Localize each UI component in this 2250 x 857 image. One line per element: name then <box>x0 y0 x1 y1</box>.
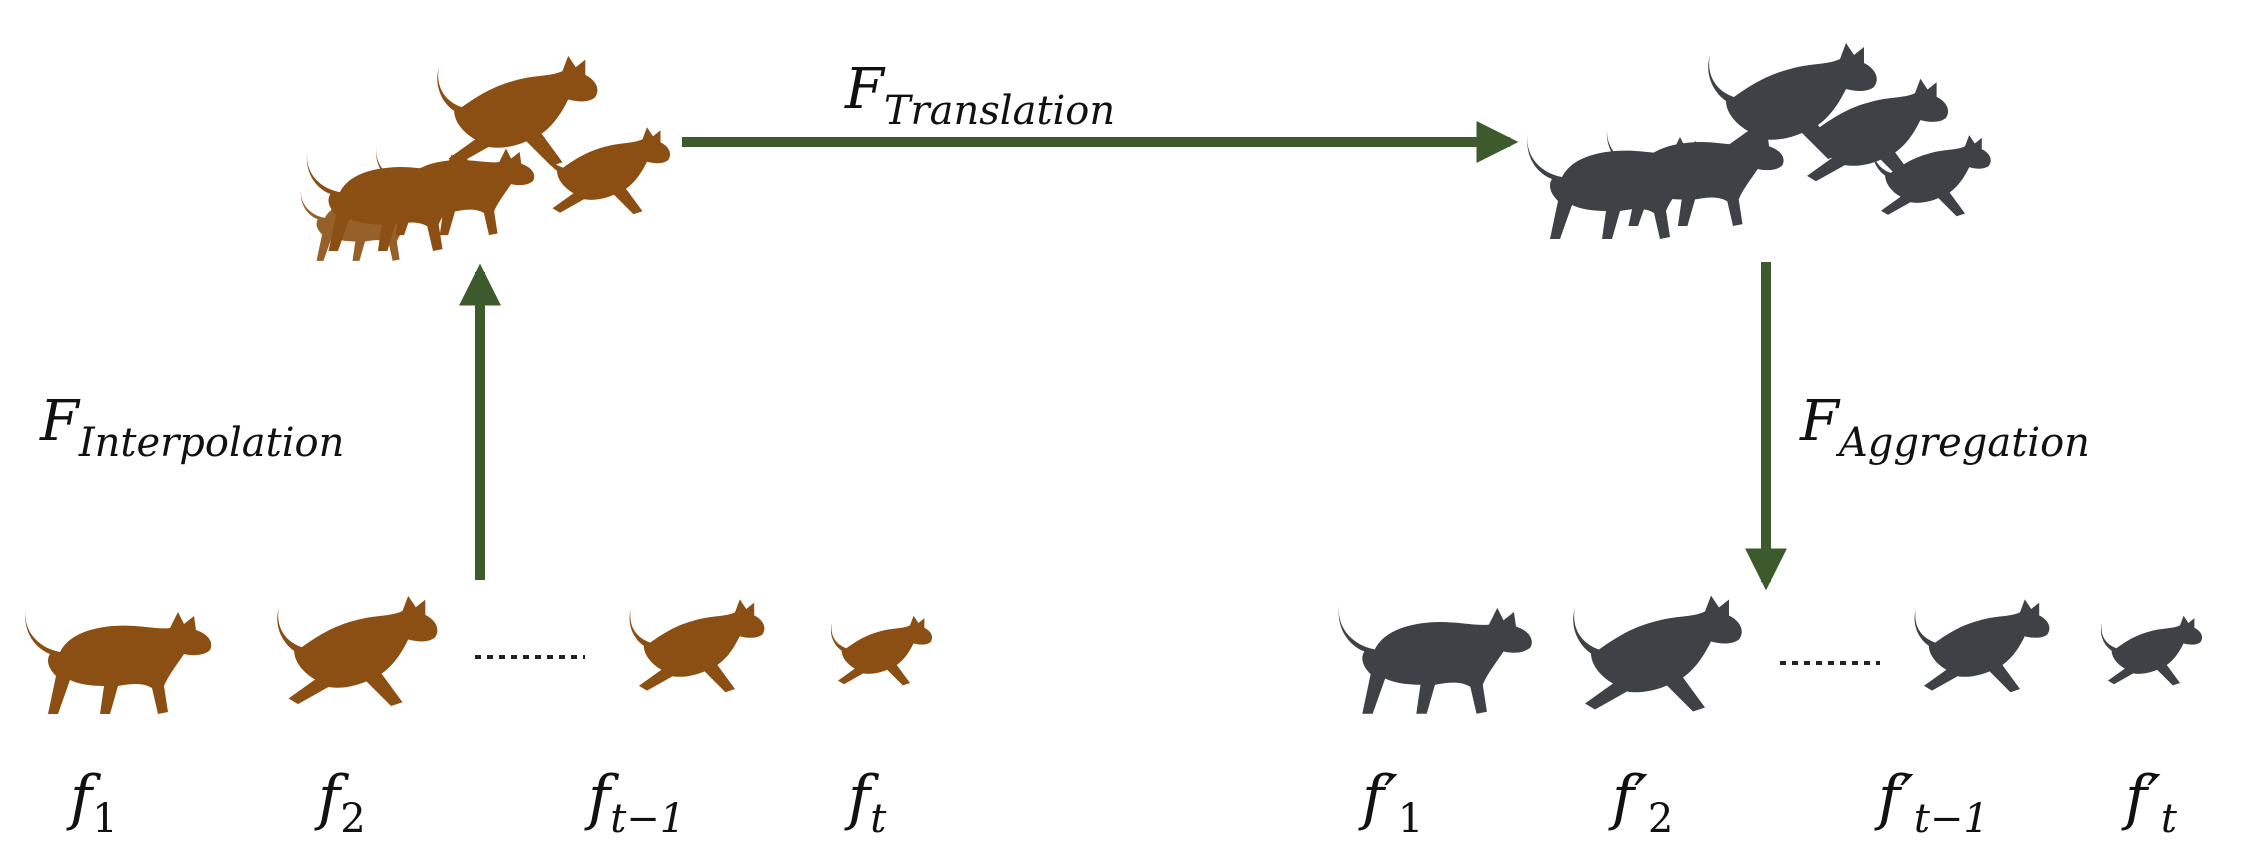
target-frame-t-label: f′t <box>2121 763 2178 842</box>
interpolation-label: FInterpolation <box>39 389 344 466</box>
source-frame-t-cat-icon <box>830 615 933 686</box>
aggregation-label: FAggregation <box>1799 389 2090 466</box>
source-frame-1-label: f1 <box>66 763 118 842</box>
target-frame-t-1-label: f′t−1 <box>1874 763 1989 842</box>
target-frame-1-label: f′1 <box>1358 763 1423 842</box>
translated-cats-cluster-icon <box>1527 43 1991 239</box>
target-frame-1-cat-icon <box>1338 603 1532 714</box>
target-frame-t-1-cat-icon <box>1914 599 2050 693</box>
target-frames <box>1338 595 2203 714</box>
source-frame-t-label: ft <box>844 763 887 842</box>
source-frame-2-label: f2 <box>314 763 366 842</box>
source-frames <box>25 595 933 714</box>
target-frame-t-cat-icon <box>2100 615 2203 686</box>
interpolated-cats-cluster-icon <box>300 55 671 261</box>
target-frame-2-cat-icon <box>1573 595 1742 712</box>
target-frame-2-label: f′2 <box>1608 763 1673 842</box>
source-frame-2-cat-icon <box>277 595 438 707</box>
source-frame-t-1-cat-icon <box>629 599 765 693</box>
translation-label: FTranslation <box>844 57 1115 134</box>
source-frame-1-cat-icon <box>25 608 212 714</box>
source-frame-t-1-label: ft−1 <box>584 763 685 842</box>
